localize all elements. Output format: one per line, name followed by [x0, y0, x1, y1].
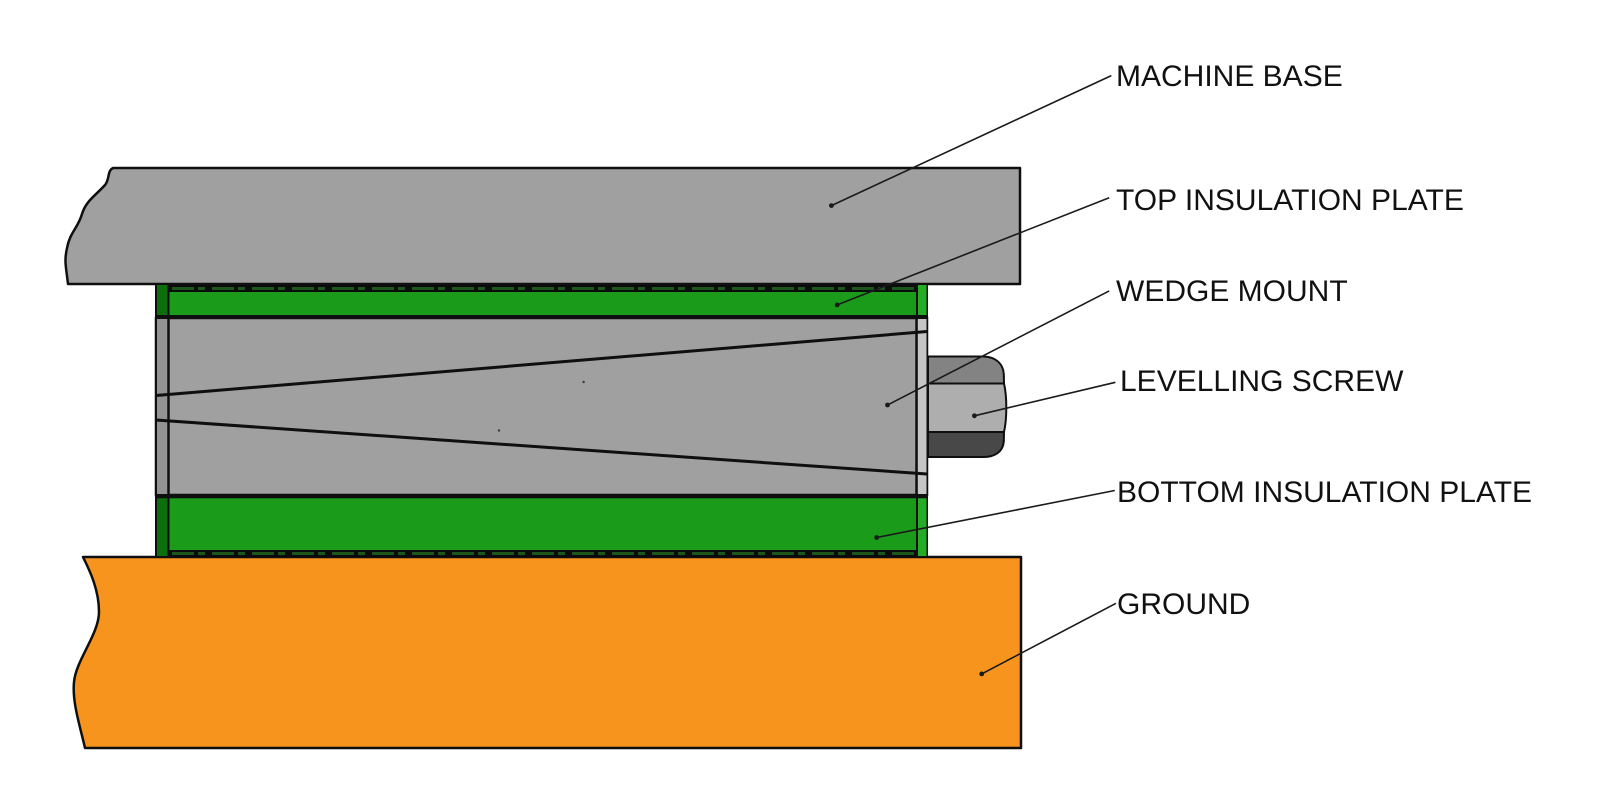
svg-text:LEVELLING SCREW: LEVELLING SCREW — [1120, 365, 1404, 398]
svg-text:MACHINE BASE: MACHINE BASE — [1116, 60, 1343, 93]
svg-text:BOTTOM INSULATION PLATE: BOTTOM INSULATION PLATE — [1117, 476, 1532, 509]
svg-text:WEDGE MOUNT: WEDGE MOUNT — [1116, 275, 1348, 308]
svg-text:GROUND: GROUND — [1117, 588, 1250, 621]
svg-text:TOP INSULATION PLATE: TOP INSULATION PLATE — [1116, 184, 1464, 217]
